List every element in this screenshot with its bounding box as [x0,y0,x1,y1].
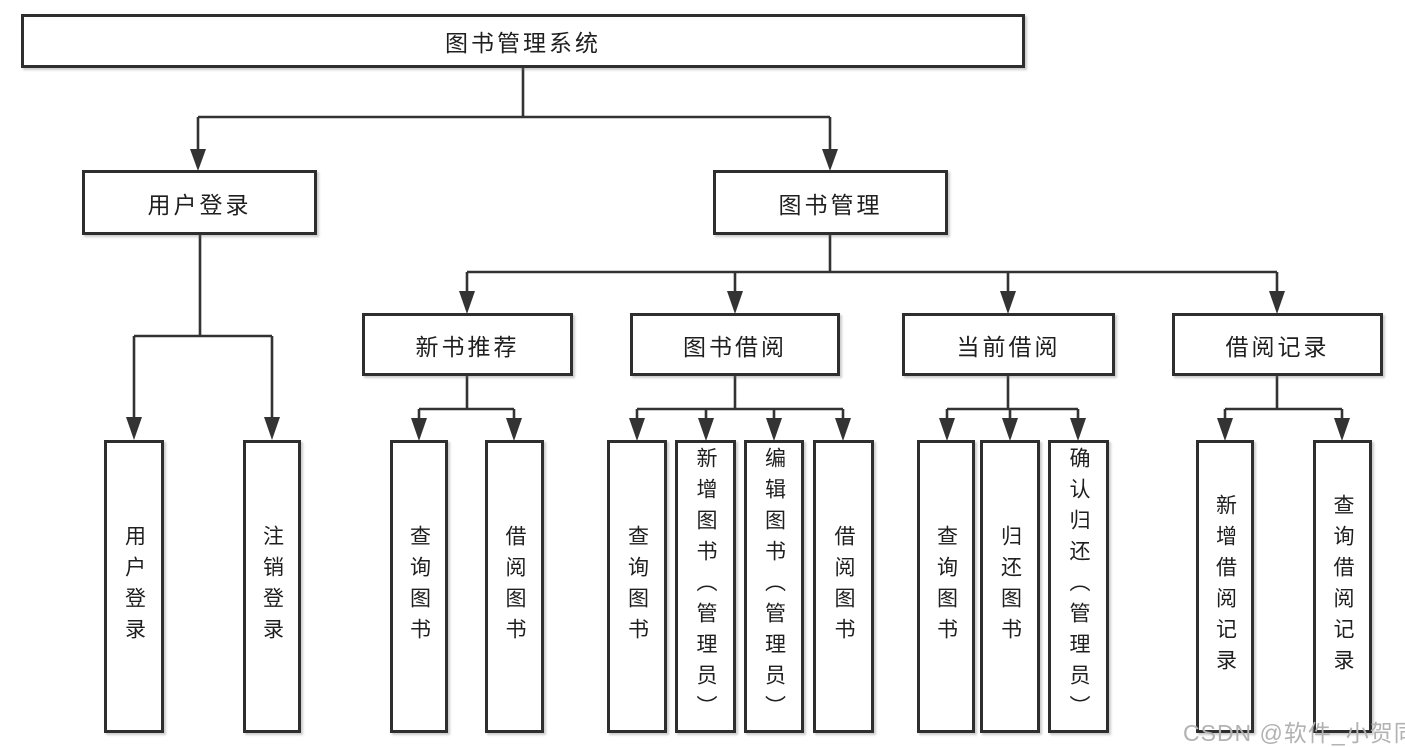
node-current-confirm-return-admin: 确认归还（管理员） [1048,440,1109,733]
node-newbook-borrow-books: 借阅图书 [485,440,544,733]
node-user-login: 用户登录 [82,170,317,235]
node-newbook-query-books: 查询图书 [390,440,448,733]
node-user-login-action: 用户登录 [104,440,164,733]
node-new-book-recommend: 新书推荐 [362,313,573,376]
node-borrow-records: 借阅记录 [1172,313,1383,376]
node-records-add-record: 新增借阅记录 [1196,440,1254,733]
node-label: 新增图书（管理员） [694,447,717,726]
node-label: 注销登录 [260,524,284,649]
node-label: 借阅图书 [503,524,526,649]
node-label: 查询借阅记录 [1331,493,1354,680]
node-current-borrow: 当前借阅 [902,313,1115,376]
node-borrow-query-books: 查询图书 [607,440,667,733]
node-label: 用户登录 [122,524,146,649]
node-borrow-edit-books-admin: 编辑图书（管理员） [744,440,804,733]
node-label: 查询图书 [934,524,958,649]
node-label: 编辑图书（管理员） [762,447,786,726]
node-borrow-borrow-books: 借阅图书 [813,440,874,733]
node-logout-action: 注销登录 [243,440,301,733]
node-current-query-books: 查询图书 [917,440,975,733]
node-book-borrow: 图书借阅 [630,313,840,376]
node-current-return-books: 归还图书 [980,440,1040,733]
node-book-management: 图书管理 [713,170,948,235]
node-label: 确认归还（管理员） [1067,447,1090,726]
node-borrow-add-books-admin: 新增图书（管理员） [675,440,736,733]
node-label: 借阅图书 [832,524,855,649]
arrowheads [126,149,1350,441]
node-records-query-record: 查询借阅记录 [1313,440,1372,733]
node-label: 查询图书 [625,524,649,649]
node-root: 图书管理系统 [21,14,1025,68]
node-label: 归还图书 [998,524,1022,649]
watermark: CSDN @软件_小贺同学 [1183,720,1405,746]
node-label: 查询图书 [407,524,431,649]
node-label: 新增借阅记录 [1213,493,1237,680]
